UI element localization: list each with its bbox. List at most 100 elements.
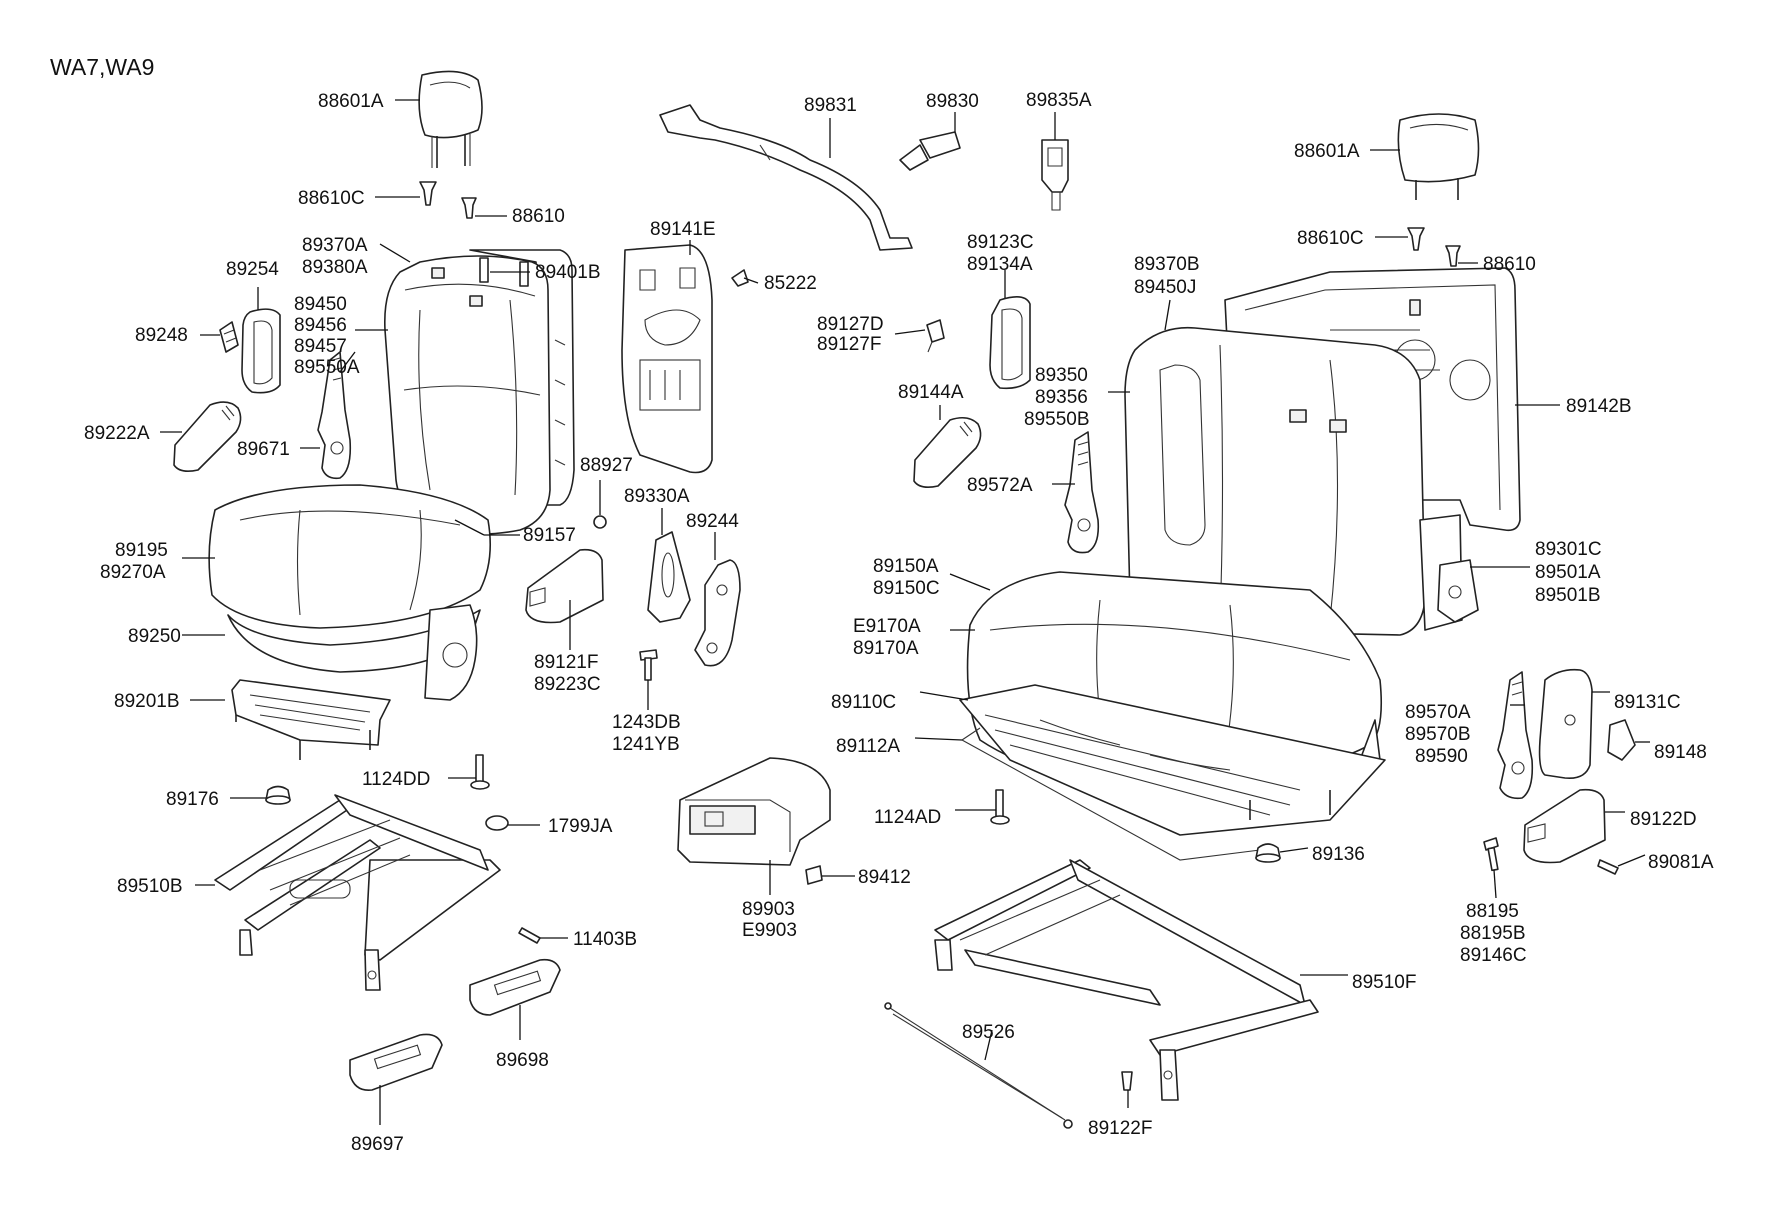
left-headrest[interactable] bbox=[418, 70, 483, 168]
handle-89697[interactable] bbox=[349, 1033, 443, 1092]
label-89170a[interactable]: 89170A bbox=[853, 638, 919, 659]
label-89254[interactable]: 89254 bbox=[226, 259, 279, 280]
label-89144a[interactable]: 89144A bbox=[898, 382, 964, 403]
label-89136[interactable]: 89136 bbox=[1312, 844, 1365, 865]
label-1799ja[interactable]: 1799JA bbox=[548, 816, 613, 837]
label-89412[interactable]: 89412 bbox=[858, 867, 911, 888]
label-89698[interactable]: 89698 bbox=[496, 1050, 549, 1071]
label-89501b[interactable]: 89501B bbox=[1535, 585, 1601, 606]
label-89370a[interactable]: 89370A bbox=[302, 235, 368, 256]
label-89830[interactable]: 89830 bbox=[926, 91, 979, 112]
label-e9170a[interactable]: E9170A bbox=[853, 616, 921, 637]
bolt-1124dd[interactable] bbox=[470, 754, 490, 790]
label-89195[interactable]: 89195 bbox=[115, 540, 168, 561]
label-89835a[interactable]: 89835A bbox=[1026, 90, 1092, 111]
left-seat-cushion[interactable] bbox=[208, 484, 492, 629]
label-89401b[interactable]: 89401B bbox=[535, 262, 601, 283]
label-88610-right[interactable]: 88610 bbox=[1483, 254, 1536, 275]
switch-89903[interactable] bbox=[677, 757, 831, 866]
label-89370b[interactable]: 89370B bbox=[1134, 254, 1200, 275]
label-88927[interactable]: 88927 bbox=[580, 455, 633, 476]
label-89141e[interactable]: 89141E bbox=[650, 219, 716, 240]
label-89450j[interactable]: 89450J bbox=[1134, 277, 1196, 298]
left-headrest-guide-88610[interactable] bbox=[461, 197, 477, 219]
label-89110c[interactable]: 89110C bbox=[831, 692, 896, 713]
nut-89136[interactable] bbox=[1255, 843, 1281, 863]
buckle-89830[interactable] bbox=[899, 131, 961, 171]
knob-89127d[interactable] bbox=[926, 319, 945, 353]
label-85222[interactable]: 85222 bbox=[764, 273, 817, 294]
seat-pan-89201b[interactable] bbox=[231, 679, 391, 760]
label-88610c-left[interactable]: 88610C bbox=[298, 188, 365, 209]
label-89148[interactable]: 89148 bbox=[1654, 742, 1707, 763]
label-89127d[interactable]: 89127D bbox=[817, 314, 884, 335]
recliner-89550b[interactable] bbox=[1064, 431, 1100, 554]
label-89157[interactable]: 89157 bbox=[523, 525, 576, 546]
label-89112a[interactable]: 89112A bbox=[836, 736, 900, 757]
bracket-89244[interactable] bbox=[694, 559, 741, 667]
cable-89526[interactable] bbox=[884, 1002, 1073, 1129]
label-89176[interactable]: 89176 bbox=[166, 789, 219, 810]
label-89510b[interactable]: 89510B bbox=[117, 876, 183, 897]
label-89356[interactable]: 89356 bbox=[1035, 387, 1088, 408]
clip-85222[interactable] bbox=[731, 269, 749, 287]
clip-89412[interactable] bbox=[805, 865, 823, 885]
hinge-89301c[interactable] bbox=[1437, 559, 1479, 623]
handle-89698[interactable] bbox=[469, 958, 561, 1016]
label-89457[interactable]: 89457 bbox=[294, 336, 347, 357]
label-89831[interactable]: 89831 bbox=[804, 95, 857, 116]
label-11403b[interactable]: 11403B bbox=[573, 929, 637, 950]
seat-track-89510f[interactable] bbox=[934, 859, 1319, 1101]
cover-89131c[interactable] bbox=[1538, 668, 1593, 780]
label-89570a[interactable]: 89570A bbox=[1405, 702, 1471, 723]
knob-89248[interactable] bbox=[219, 321, 239, 353]
label-89150a[interactable]: 89150A bbox=[873, 556, 939, 577]
label-89223c[interactable]: 89223C bbox=[534, 674, 601, 695]
label-89550b[interactable]: 89550B bbox=[1024, 409, 1090, 430]
cover-89121f[interactable] bbox=[525, 548, 604, 624]
left-headrest-guide-88610c[interactable] bbox=[419, 181, 437, 206]
label-89697[interactable]: 89697 bbox=[351, 1134, 404, 1155]
label-89150c[interactable]: 89150C bbox=[873, 578, 940, 599]
link-89330a[interactable] bbox=[647, 531, 691, 623]
label-88601a-right[interactable]: 88601A bbox=[1294, 141, 1360, 162]
label-89122d[interactable]: 89122D bbox=[1630, 809, 1697, 830]
recliner-89570a[interactable] bbox=[1497, 671, 1534, 800]
label-89510f[interactable]: 89510F bbox=[1352, 972, 1416, 993]
label-89250[interactable]: 89250 bbox=[128, 626, 181, 647]
label-89572a[interactable]: 89572A bbox=[967, 475, 1033, 496]
label-1124ad[interactable]: 1124AD bbox=[874, 807, 941, 828]
right-headrest-guide-88610[interactable] bbox=[1445, 245, 1461, 267]
label-89526[interactable]: 89526 bbox=[962, 1022, 1015, 1043]
recliner-cover-89144a[interactable] bbox=[913, 416, 982, 488]
label-88195b[interactable]: 88195B bbox=[1460, 923, 1526, 944]
label-89270a[interactable]: 89270A bbox=[100, 562, 166, 583]
bolt-1124ad[interactable] bbox=[990, 789, 1010, 825]
seat-track-89510b[interactable] bbox=[214, 794, 501, 991]
label-89134a[interactable]: 89134A bbox=[967, 254, 1033, 275]
bracket-89148[interactable] bbox=[1607, 719, 1636, 761]
label-89244[interactable]: 89244 bbox=[686, 511, 739, 532]
label-89122f[interactable]: 89122F bbox=[1088, 1118, 1152, 1139]
label-1124dd[interactable]: 1124DD bbox=[362, 769, 430, 790]
back-board-89141e[interactable] bbox=[621, 244, 713, 474]
screw-89081a[interactable] bbox=[1597, 859, 1619, 875]
seat-pad-89250[interactable] bbox=[227, 604, 481, 701]
label-89222a[interactable]: 89222A bbox=[84, 423, 150, 444]
right-headrest-guide-88610c[interactable] bbox=[1407, 227, 1425, 251]
right-seat-back[interactable] bbox=[1124, 326, 1463, 636]
label-89380a[interactable]: 89380A bbox=[302, 257, 368, 278]
label-89450[interactable]: 89450 bbox=[294, 294, 347, 315]
label-89330a[interactable]: 89330A bbox=[624, 486, 690, 507]
recliner-89671[interactable] bbox=[317, 351, 352, 480]
label-1241yb[interactable]: 1241YB bbox=[612, 734, 680, 755]
label-89123c[interactable]: 89123C bbox=[967, 232, 1034, 253]
label-89456[interactable]: 89456 bbox=[294, 315, 347, 336]
cover-89122d[interactable] bbox=[1523, 788, 1606, 864]
label-89903[interactable]: 89903 bbox=[742, 899, 795, 920]
label-89248[interactable]: 89248 bbox=[135, 325, 188, 346]
side-cover-89254[interactable] bbox=[241, 308, 281, 394]
screw-11403b[interactable] bbox=[518, 927, 541, 944]
buckle-89835a[interactable] bbox=[1041, 139, 1069, 211]
label-89350[interactable]: 89350 bbox=[1035, 365, 1088, 386]
